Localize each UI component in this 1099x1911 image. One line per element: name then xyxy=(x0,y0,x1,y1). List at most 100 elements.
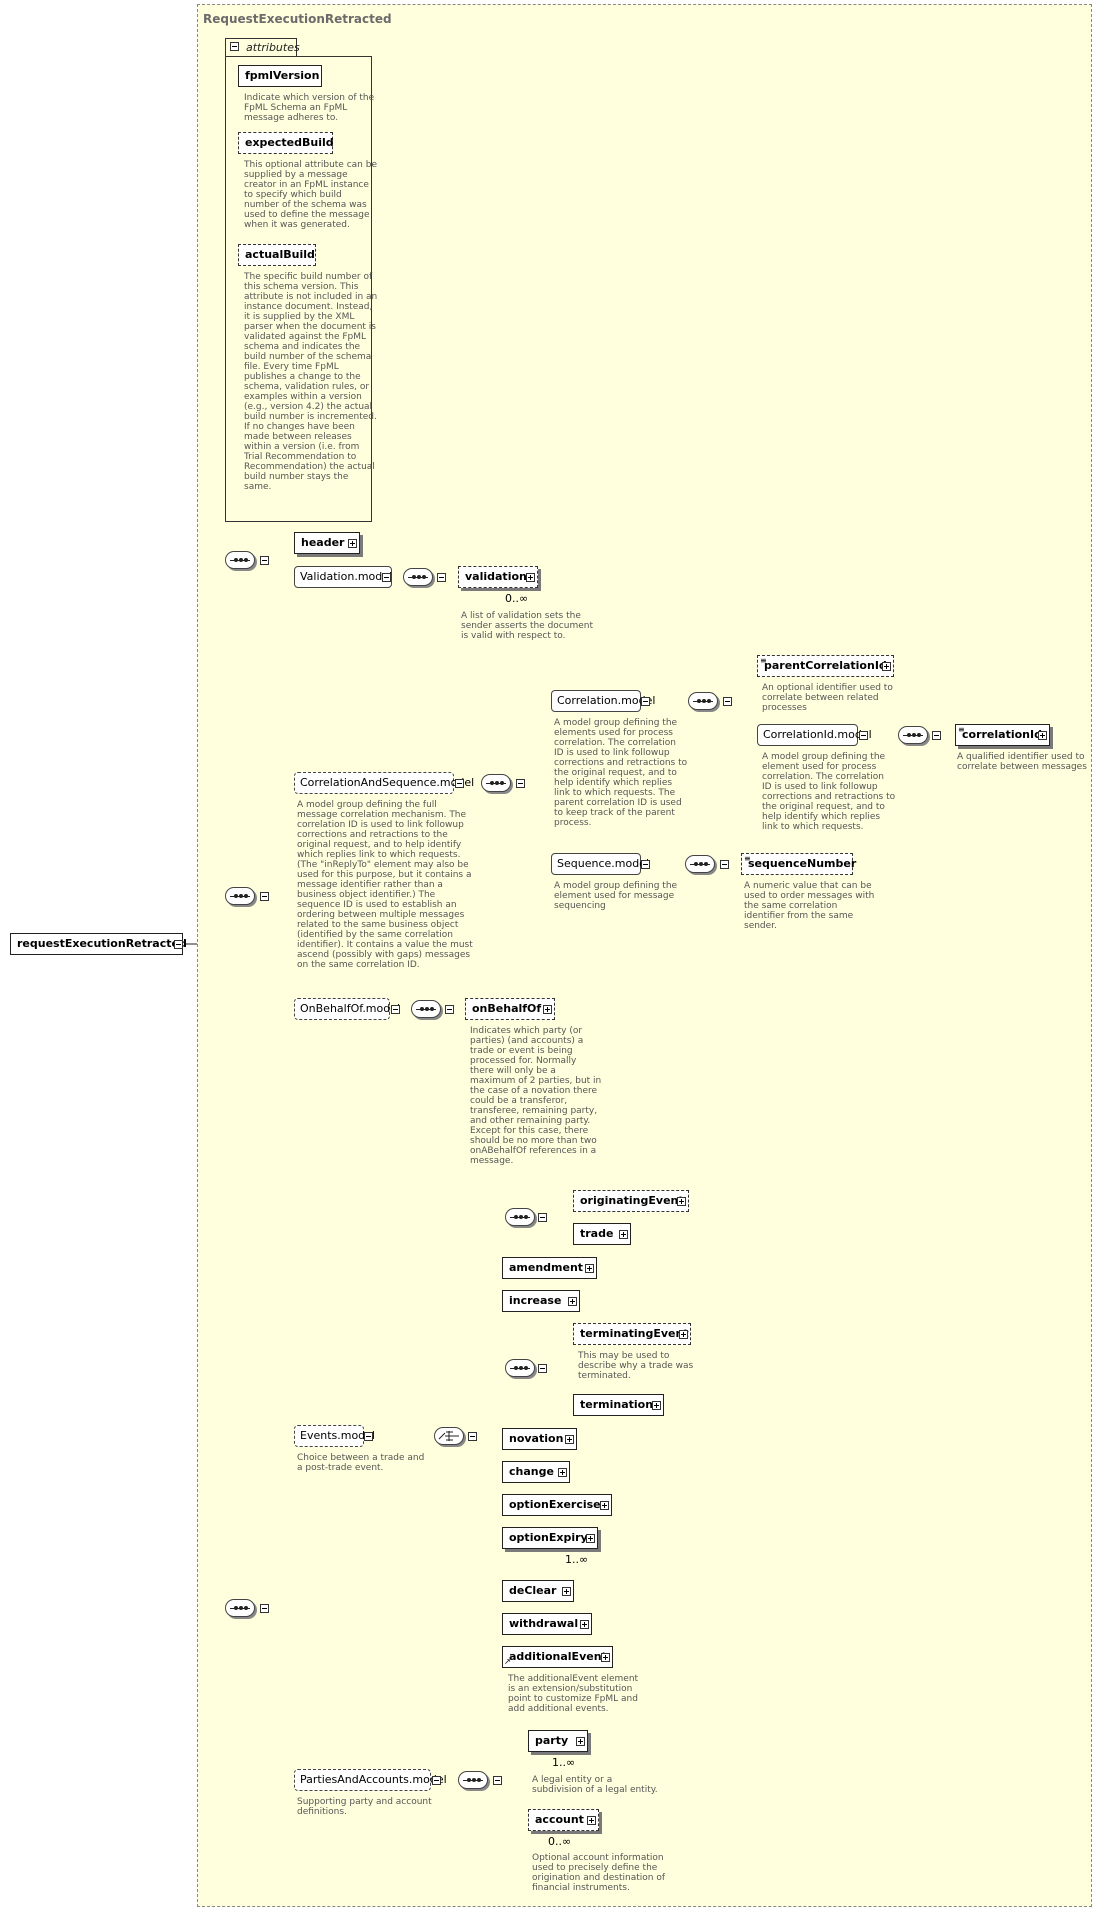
doc-line: A list of validation sets the xyxy=(461,611,581,621)
withdrawal-element[interactable]: withdrawal xyxy=(502,1613,592,1635)
doc-line: the same correlation xyxy=(744,901,838,911)
collapse-icon[interactable] xyxy=(516,779,525,788)
on-behalf-of-model-group[interactable]: OnBehalfOf.model xyxy=(294,998,400,1020)
doc-line: This may be used to xyxy=(578,1351,670,1361)
collapse-icon[interactable] xyxy=(493,1776,502,1785)
correlation-id-model-group[interactable]: CorrelationId.model xyxy=(757,724,872,746)
expand-icon[interactable] xyxy=(586,1534,595,1543)
collapse-icon[interactable] xyxy=(720,860,729,869)
collapse-icon[interactable] xyxy=(260,1604,269,1613)
doc-line: sequencing xyxy=(554,901,606,911)
collapse-icon[interactable] xyxy=(859,731,868,740)
expand-icon[interactable] xyxy=(619,1230,628,1239)
collapse-icon[interactable] xyxy=(641,860,650,869)
terminating-event-element[interactable]: terminatingEvent xyxy=(573,1323,691,1345)
doc-line: corrections and retractions to xyxy=(554,758,688,768)
additional-event-element[interactable]: ↗ additionalEvent xyxy=(502,1646,613,1668)
expand-icon[interactable] xyxy=(601,1653,610,1662)
expand-icon[interactable] xyxy=(1038,731,1047,740)
attr-fpmlversion[interactable]: fpmlVersion xyxy=(238,65,322,87)
collapse-icon[interactable] xyxy=(391,1005,400,1014)
party-element[interactable]: party xyxy=(528,1730,588,1752)
option-expiry-element[interactable]: optionExpiry xyxy=(502,1527,598,1549)
sequence-model-group[interactable]: Sequence.model xyxy=(551,853,649,875)
parties-and-accounts-model-group[interactable]: PartiesAndAccounts.model xyxy=(294,1769,447,1791)
collapse-icon[interactable] xyxy=(382,573,391,582)
expand-icon[interactable] xyxy=(576,1737,585,1746)
attributes-tab[interactable]: attributes xyxy=(225,38,300,57)
element-label: party xyxy=(535,1734,569,1747)
declear-element[interactable]: deClear xyxy=(502,1580,574,1602)
doc-line: element used for process xyxy=(762,762,877,772)
header-element[interactable]: header xyxy=(294,532,360,554)
collapse-icon[interactable] xyxy=(445,1005,454,1014)
amendment-element[interactable]: amendment xyxy=(502,1257,597,1279)
doc-line: identifier from the same xyxy=(744,911,854,921)
sequence-number-element[interactable]: ≡ sequenceNumber xyxy=(741,853,856,875)
correlation-and-sequence-group[interactable]: CorrelationAndSequence.model xyxy=(294,772,474,794)
expand-icon[interactable] xyxy=(562,1587,571,1596)
expand-icon[interactable] xyxy=(587,1816,596,1825)
collapse-icon[interactable] xyxy=(230,42,239,51)
doc-line: there will only be a xyxy=(470,1066,556,1076)
correlation-id-element[interactable]: ≡ correlationId xyxy=(955,724,1050,746)
collapse-icon[interactable] xyxy=(364,1432,373,1441)
increase-element[interactable]: increase xyxy=(502,1290,580,1312)
termination-element[interactable]: termination xyxy=(573,1394,664,1416)
expand-icon[interactable] xyxy=(568,1297,577,1306)
doc-line: to keep track of the parent xyxy=(554,808,675,818)
substitution-icon: ↗ xyxy=(504,1657,511,1666)
attr-expectedbuild[interactable]: expectedBuild xyxy=(238,132,334,154)
parent-correlation-id-element[interactable]: ≡ parentCorrelationId xyxy=(757,655,894,677)
doc-line: supplied by a message xyxy=(244,170,348,180)
validation-model-group[interactable]: Validation.model xyxy=(294,566,392,588)
on-behalf-of-element[interactable]: onBehalfOf xyxy=(465,998,555,1020)
novation-element[interactable]: novation xyxy=(502,1428,577,1450)
doc-line: on the same correlation ID. xyxy=(297,960,420,970)
expand-icon[interactable] xyxy=(565,1435,574,1444)
trade-element[interactable]: trade xyxy=(573,1223,631,1245)
doc-line: within a version (i.e. from xyxy=(244,442,360,452)
expand-icon[interactable] xyxy=(543,1005,552,1014)
collapse-icon[interactable] xyxy=(260,556,269,565)
collapse-icon[interactable] xyxy=(538,1213,547,1222)
expand-icon[interactable] xyxy=(585,1264,594,1273)
doc-line: file. Every time FpML xyxy=(244,362,339,372)
collapse-icon[interactable] xyxy=(455,779,464,788)
expand-icon[interactable] xyxy=(580,1620,589,1629)
events-model-group[interactable]: Events.model xyxy=(294,1425,375,1447)
correlation-model-group[interactable]: Correlation.model xyxy=(551,690,655,712)
collapse-icon[interactable] xyxy=(723,697,732,706)
collapse-icon[interactable] xyxy=(468,1432,477,1441)
account-element[interactable]: account xyxy=(528,1809,599,1831)
change-element[interactable]: change xyxy=(502,1461,570,1483)
expand-icon[interactable] xyxy=(882,662,891,671)
root-element[interactable]: requestExecutionRetracted xyxy=(10,933,187,955)
expand-icon[interactable] xyxy=(558,1468,567,1477)
group-label: Validation.model xyxy=(300,570,393,583)
option-exercise-element[interactable]: optionExercise xyxy=(502,1494,612,1516)
expand-icon[interactable] xyxy=(348,539,357,548)
doc-line: A model group defining the xyxy=(554,881,678,891)
collapse-icon[interactable] xyxy=(932,731,941,740)
expand-icon[interactable] xyxy=(526,573,535,582)
validation-element[interactable]: validation xyxy=(458,566,538,588)
expand-icon[interactable] xyxy=(600,1501,609,1510)
collapse-icon[interactable] xyxy=(437,573,446,582)
collapse-icon[interactable] xyxy=(432,1776,441,1785)
expand-icon[interactable] xyxy=(652,1401,661,1410)
expand-icon[interactable] xyxy=(677,1197,686,1206)
collapse-icon[interactable] xyxy=(538,1364,547,1373)
collapse-icon[interactable] xyxy=(641,697,650,706)
attr-actualbuild[interactable]: actualBuild xyxy=(238,244,316,266)
complex-type-title: RequestExecutionRetracted xyxy=(203,12,392,26)
element-label: trade xyxy=(580,1227,614,1240)
expand-icon[interactable] xyxy=(679,1330,688,1339)
doc-line: process. xyxy=(554,818,592,828)
doc-line: when it was generated. xyxy=(244,220,350,230)
collapse-icon[interactable] xyxy=(260,892,269,901)
collapse-icon[interactable] xyxy=(174,940,183,949)
originating-event-element[interactable]: originatingEvent xyxy=(573,1190,689,1212)
